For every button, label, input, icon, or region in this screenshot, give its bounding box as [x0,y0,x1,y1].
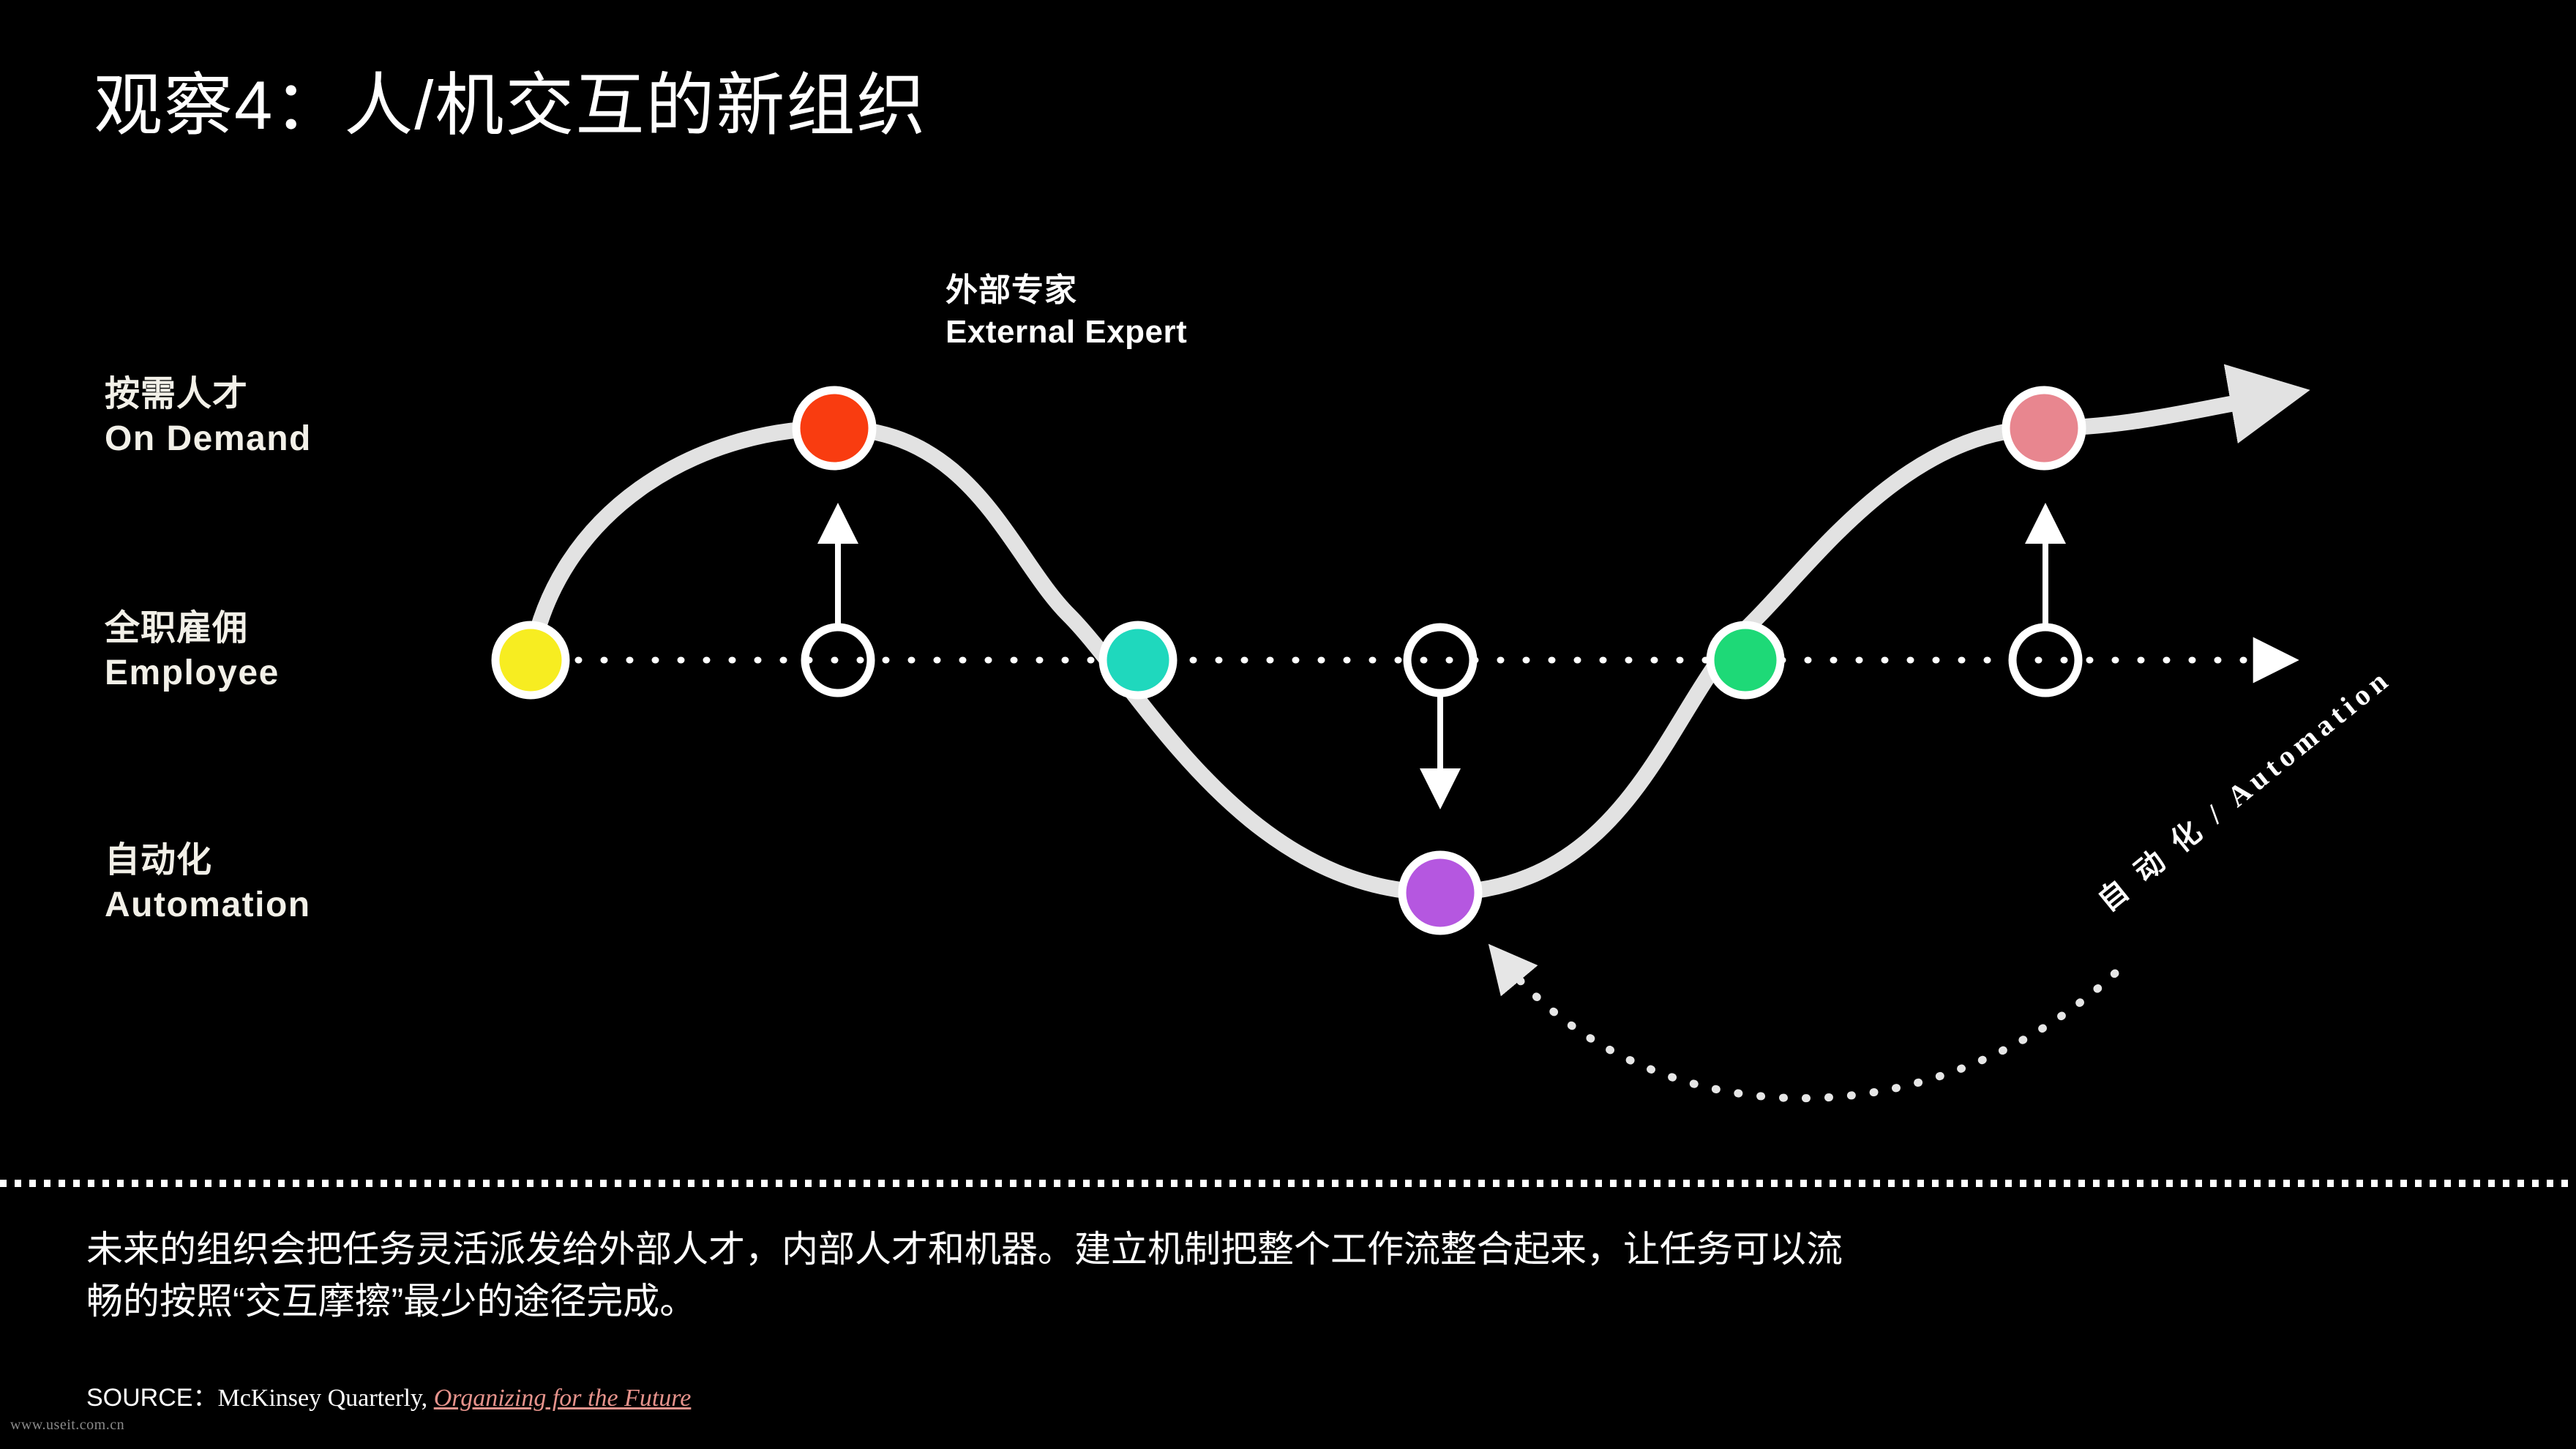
row-label-employee: 全职雇佣 Employee [105,606,280,696]
node-on-demand-end[interactable] [2002,386,2086,471]
page-title: 观察4：人/机交互的新组织 [94,67,927,143]
caption-line-2: 畅的按照“交互摩擦”最少的途径完成。 [86,1281,697,1322]
callout-external-expert-en: External Expert [946,314,1188,351]
source-link[interactable]: Organizing for the Future [433,1385,692,1412]
node-hollow-1[interactable] [801,623,875,697]
caption-line-1: 未来的组织会把任务灵活派发给外部人才，内部人才和机器。建立机制把整个工作流整合起… [86,1229,1843,1270]
node-hollow-3[interactable] [2008,623,2083,697]
row-label-employee-cn: 全职雇佣 [105,609,249,648]
row-label-automation-en: Automation [105,886,311,925]
footer-divider [0,1180,2576,1187]
node-employee-late[interactable] [1706,621,1785,700]
row-label-employee-en: Employee [105,654,280,693]
watermark: www.useit.com.cn [10,1417,125,1433]
node-hollow-2[interactable] [1403,623,1478,697]
workflow-wave-path [523,364,2310,902]
callout-external-expert-cn: 外部专家 [946,272,1077,308]
automation-feedback-arrow [1488,943,2119,1103]
callout-external-expert: 外部专家 External Expert [946,269,1187,353]
caption-text: 未来的组织会把任务灵活派发给外部人才，内部人才和机器。建立机制把整个工作流整合起… [86,1224,2326,1328]
node-employee-start[interactable] [491,621,570,700]
row-label-automation-cn: 自动化 [105,841,213,880]
source-label: SOURCE： [86,1384,218,1412]
node-on-demand-peak[interactable] [792,386,877,471]
node-employee-mid[interactable] [1098,621,1177,700]
source-publication: McKinsey Quarterly, [217,1385,428,1412]
source-line: SOURCE：McKinsey Quarterly, Organizing fo… [86,1377,691,1413]
row-label-on-demand-cn: 按需人才 [105,375,249,413]
row-label-on-demand-en: On Demand [105,419,312,459]
node-automation-trough[interactable] [1398,850,1483,935]
row-label-on-demand: 按需人才 On Demand [105,372,312,462]
row-label-automation: 自动化 Automation [105,838,311,928]
